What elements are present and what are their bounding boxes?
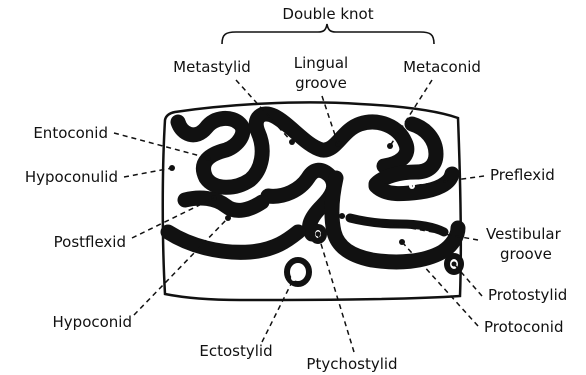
dot-ectostylid (291, 275, 297, 281)
label-protoconid: Protoconid (484, 318, 563, 336)
double-knot-bracket (222, 24, 434, 44)
ectostylid-ring (287, 260, 309, 284)
label-ectostylid: Ectostylid (199, 342, 272, 360)
label-postflexid: Postflexid (54, 233, 126, 251)
label-preflexid: Preflexid (490, 166, 555, 184)
label-hypoconulid: Hypoconulid (25, 168, 118, 186)
dot-entoconid (205, 155, 211, 161)
label-ptychostylid: Ptychostylid (306, 355, 397, 373)
label-hypoconid: Hypoconid (53, 313, 132, 331)
label-double-knot: Double knot (282, 5, 373, 23)
label-lingual-groove-line1: Lingual (294, 54, 348, 72)
label-vestibular-groove-line1: Vestibular (486, 225, 562, 243)
label-lingual-groove-line2: groove (295, 74, 347, 92)
label-entoconid: Entoconid (33, 124, 108, 142)
label-metaconid: Metaconid (403, 58, 481, 76)
label-vestibular-groove-line2: groove (500, 245, 552, 263)
label-protostylid: Protostylid (488, 286, 567, 304)
label-metastylid: Metastylid (173, 58, 251, 76)
